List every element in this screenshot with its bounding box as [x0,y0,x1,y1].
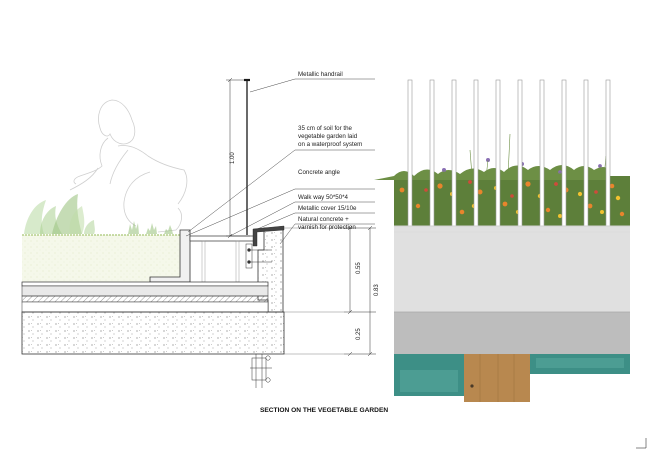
technical-section: 1.00 0.55 0.83 0.25 Metallic handrail 35… [21,71,388,414]
label-walkway: Walk way 50*50*4 [298,194,349,201]
anchor-bolts [245,243,272,269]
dim-upper: 0.55 [356,262,362,274]
leader-lines [185,78,375,245]
waterproof-layer [21,281,269,287]
dim-slab: 0.25 [356,328,362,340]
flower-bed [374,133,630,226]
label-soil-2: vegetable garden laid [298,133,358,140]
dim-total: 0.83 [374,284,380,296]
label-metallic-cover: Metallic cover 15/10e [298,205,357,212]
gardener-figure [69,99,188,233]
metallic-cover [252,225,285,247]
walkway [189,235,255,242]
vegetable-plants [24,194,173,234]
dim-handrail-height: 1.00 [230,152,236,164]
crop-marks [636,438,647,449]
timber-column [464,354,530,402]
dimension-lines [226,77,376,357]
label-handrail: Metallic handrail [298,71,343,78]
slab-band [394,312,630,354]
label-soil-1: 35 cm of soil for the [298,125,353,132]
label-natural-2: varnish for protection [298,224,356,231]
label-soil-3: on a waterproof system [298,141,362,148]
planter-wall [394,226,630,312]
label-natural-1: Natural concrete + [298,216,349,223]
lower-fixings [250,354,272,388]
section-title: SECTION ON THE VEGETABLE GARDEN [260,407,388,414]
concrete-slab [21,311,285,355]
label-concrete-angle: Concrete angle [298,169,341,176]
elevation-view [374,79,630,402]
